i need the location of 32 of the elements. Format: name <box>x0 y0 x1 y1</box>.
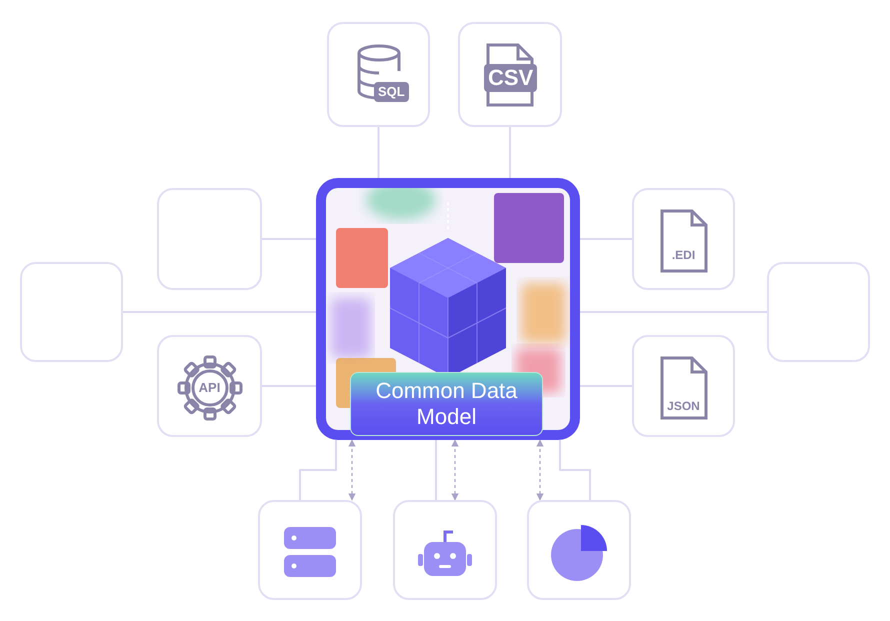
dashed-arrow <box>348 439 356 501</box>
format-label: .EDI <box>672 248 696 262</box>
api-label: API <box>198 380 220 396</box>
connector-line <box>378 127 380 178</box>
connector-line <box>262 238 316 240</box>
empty-tile <box>393 500 497 600</box>
source-tile <box>632 188 735 290</box>
source-tile <box>157 335 262 437</box>
source-tile <box>327 22 430 127</box>
connector-line <box>435 440 437 500</box>
connector-line <box>580 311 767 313</box>
source-tile <box>458 22 562 127</box>
dashed-arrow <box>536 439 544 501</box>
format-label: JSON <box>667 399 700 413</box>
connector-line <box>299 440 337 500</box>
dashed-arrow <box>451 439 459 501</box>
empty-tile <box>767 262 870 362</box>
empty-tile <box>157 188 262 290</box>
format-badge: CSV <box>484 64 538 92</box>
connector-line <box>580 385 632 387</box>
source-tile <box>632 335 735 437</box>
empty-tile <box>258 500 362 600</box>
label-box <box>350 372 543 436</box>
empty-tile <box>20 262 123 362</box>
connector-line <box>559 440 591 500</box>
format-badge: SQL <box>374 82 409 102</box>
connector-line <box>123 311 316 313</box>
model-label: Common Data Model <box>374 378 518 430</box>
connector-line <box>580 238 632 240</box>
empty-tile <box>527 500 631 600</box>
connector-line <box>509 127 511 178</box>
connector-line <box>262 385 316 387</box>
